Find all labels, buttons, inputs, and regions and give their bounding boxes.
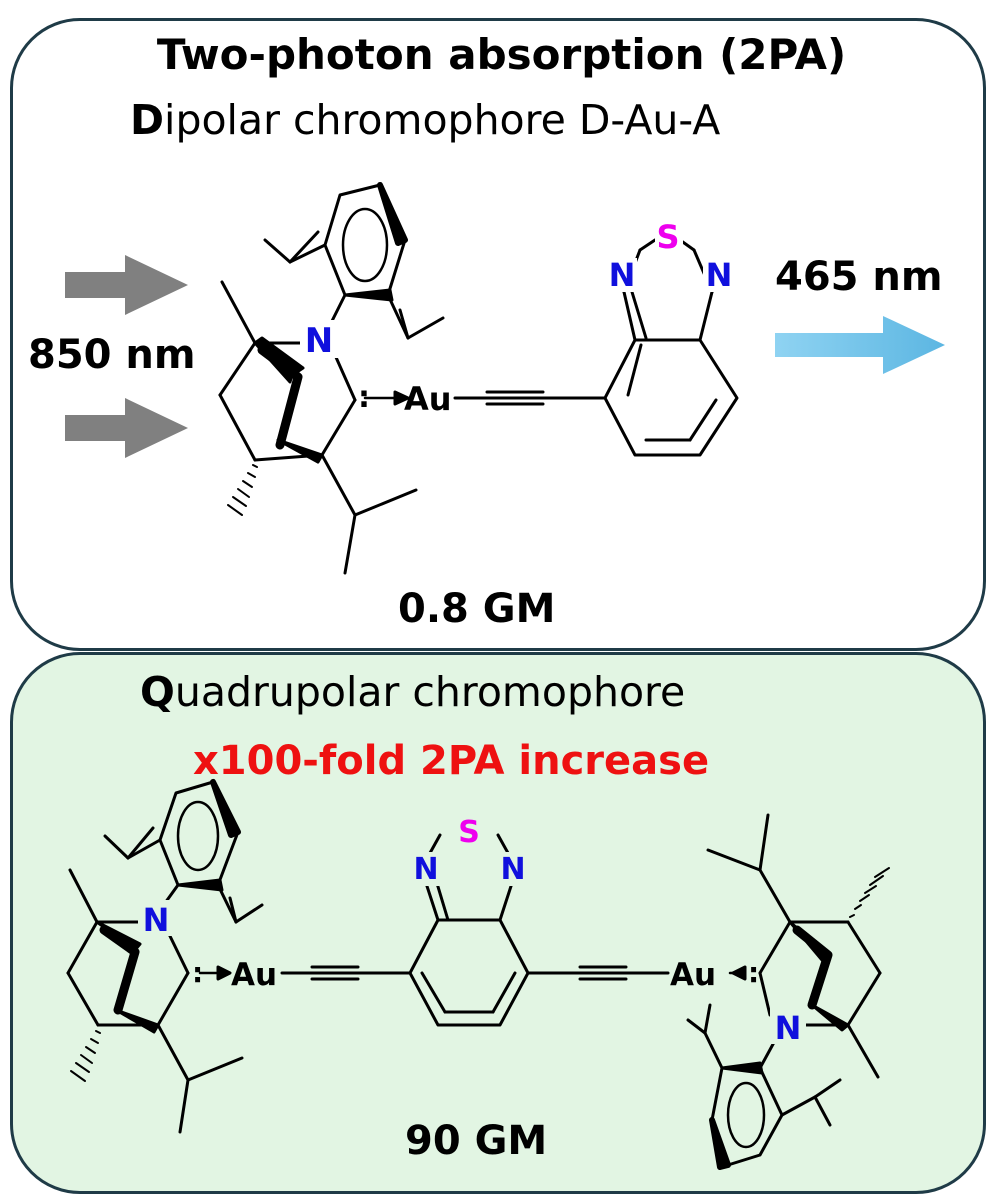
dipolar-subtitle-initial: D bbox=[130, 96, 165, 144]
figure-title: Two-photon absorption (2PA) bbox=[156, 30, 847, 79]
input-arrow-top bbox=[65, 255, 188, 315]
increase-label: x100-fold 2PA increase bbox=[193, 738, 710, 784]
dipolar-au: Au bbox=[404, 380, 452, 418]
output-wavelength-label: 465 nm bbox=[775, 254, 943, 300]
quad-n-caac-left: N bbox=[143, 901, 170, 939]
quad-n-caac-right: N bbox=[775, 1009, 802, 1047]
dipolar-s-btd: S bbox=[656, 218, 679, 256]
quad-carbene-dots-right: : bbox=[748, 956, 759, 989]
quad-s-btd: S bbox=[458, 815, 480, 850]
quadrupolar-atom-labels: N S N N : Au Au : N bbox=[138, 815, 806, 1047]
dipolar-subtitle-rest: ipolar chromophore D-Au-A bbox=[164, 96, 721, 144]
quad-carbene-dots-left: : bbox=[192, 956, 203, 989]
quad-n-btd-left: N bbox=[413, 852, 438, 887]
quad-au-left: Au bbox=[231, 957, 277, 993]
dipolar-molecule bbox=[218, 182, 739, 575]
dipolar-n-btd-right: N bbox=[706, 256, 733, 294]
dipolar-n-btd-left: N bbox=[609, 256, 636, 294]
input-wavelength-label: 850 nm bbox=[28, 332, 196, 378]
quadrupolar-subtitle: Quadrupolar chromophore bbox=[140, 668, 685, 716]
quadrupolar-cross-section: 90 GM bbox=[405, 1118, 548, 1164]
quad-au-right: Au bbox=[670, 957, 716, 993]
output-arrow bbox=[775, 316, 945, 374]
dipolar-subtitle: Dipolar chromophore D-Au-A bbox=[130, 96, 720, 144]
quad-n-btd-right: N bbox=[500, 852, 525, 887]
dipolar-atom-labels: N S N N : Au bbox=[300, 218, 735, 418]
quadrupolar-molecule bbox=[66, 779, 890, 1170]
input-arrow-bottom bbox=[65, 398, 188, 458]
quadrupolar-subtitle-rest: uadrupolar chromophore bbox=[174, 668, 686, 716]
dipolar-n-caac: N bbox=[305, 321, 333, 361]
quadrupolar-subtitle-initial: Q bbox=[140, 668, 175, 716]
dipolar-cross-section: 0.8 GM bbox=[398, 586, 556, 632]
dipolar-carbene-dots: : bbox=[358, 380, 370, 415]
